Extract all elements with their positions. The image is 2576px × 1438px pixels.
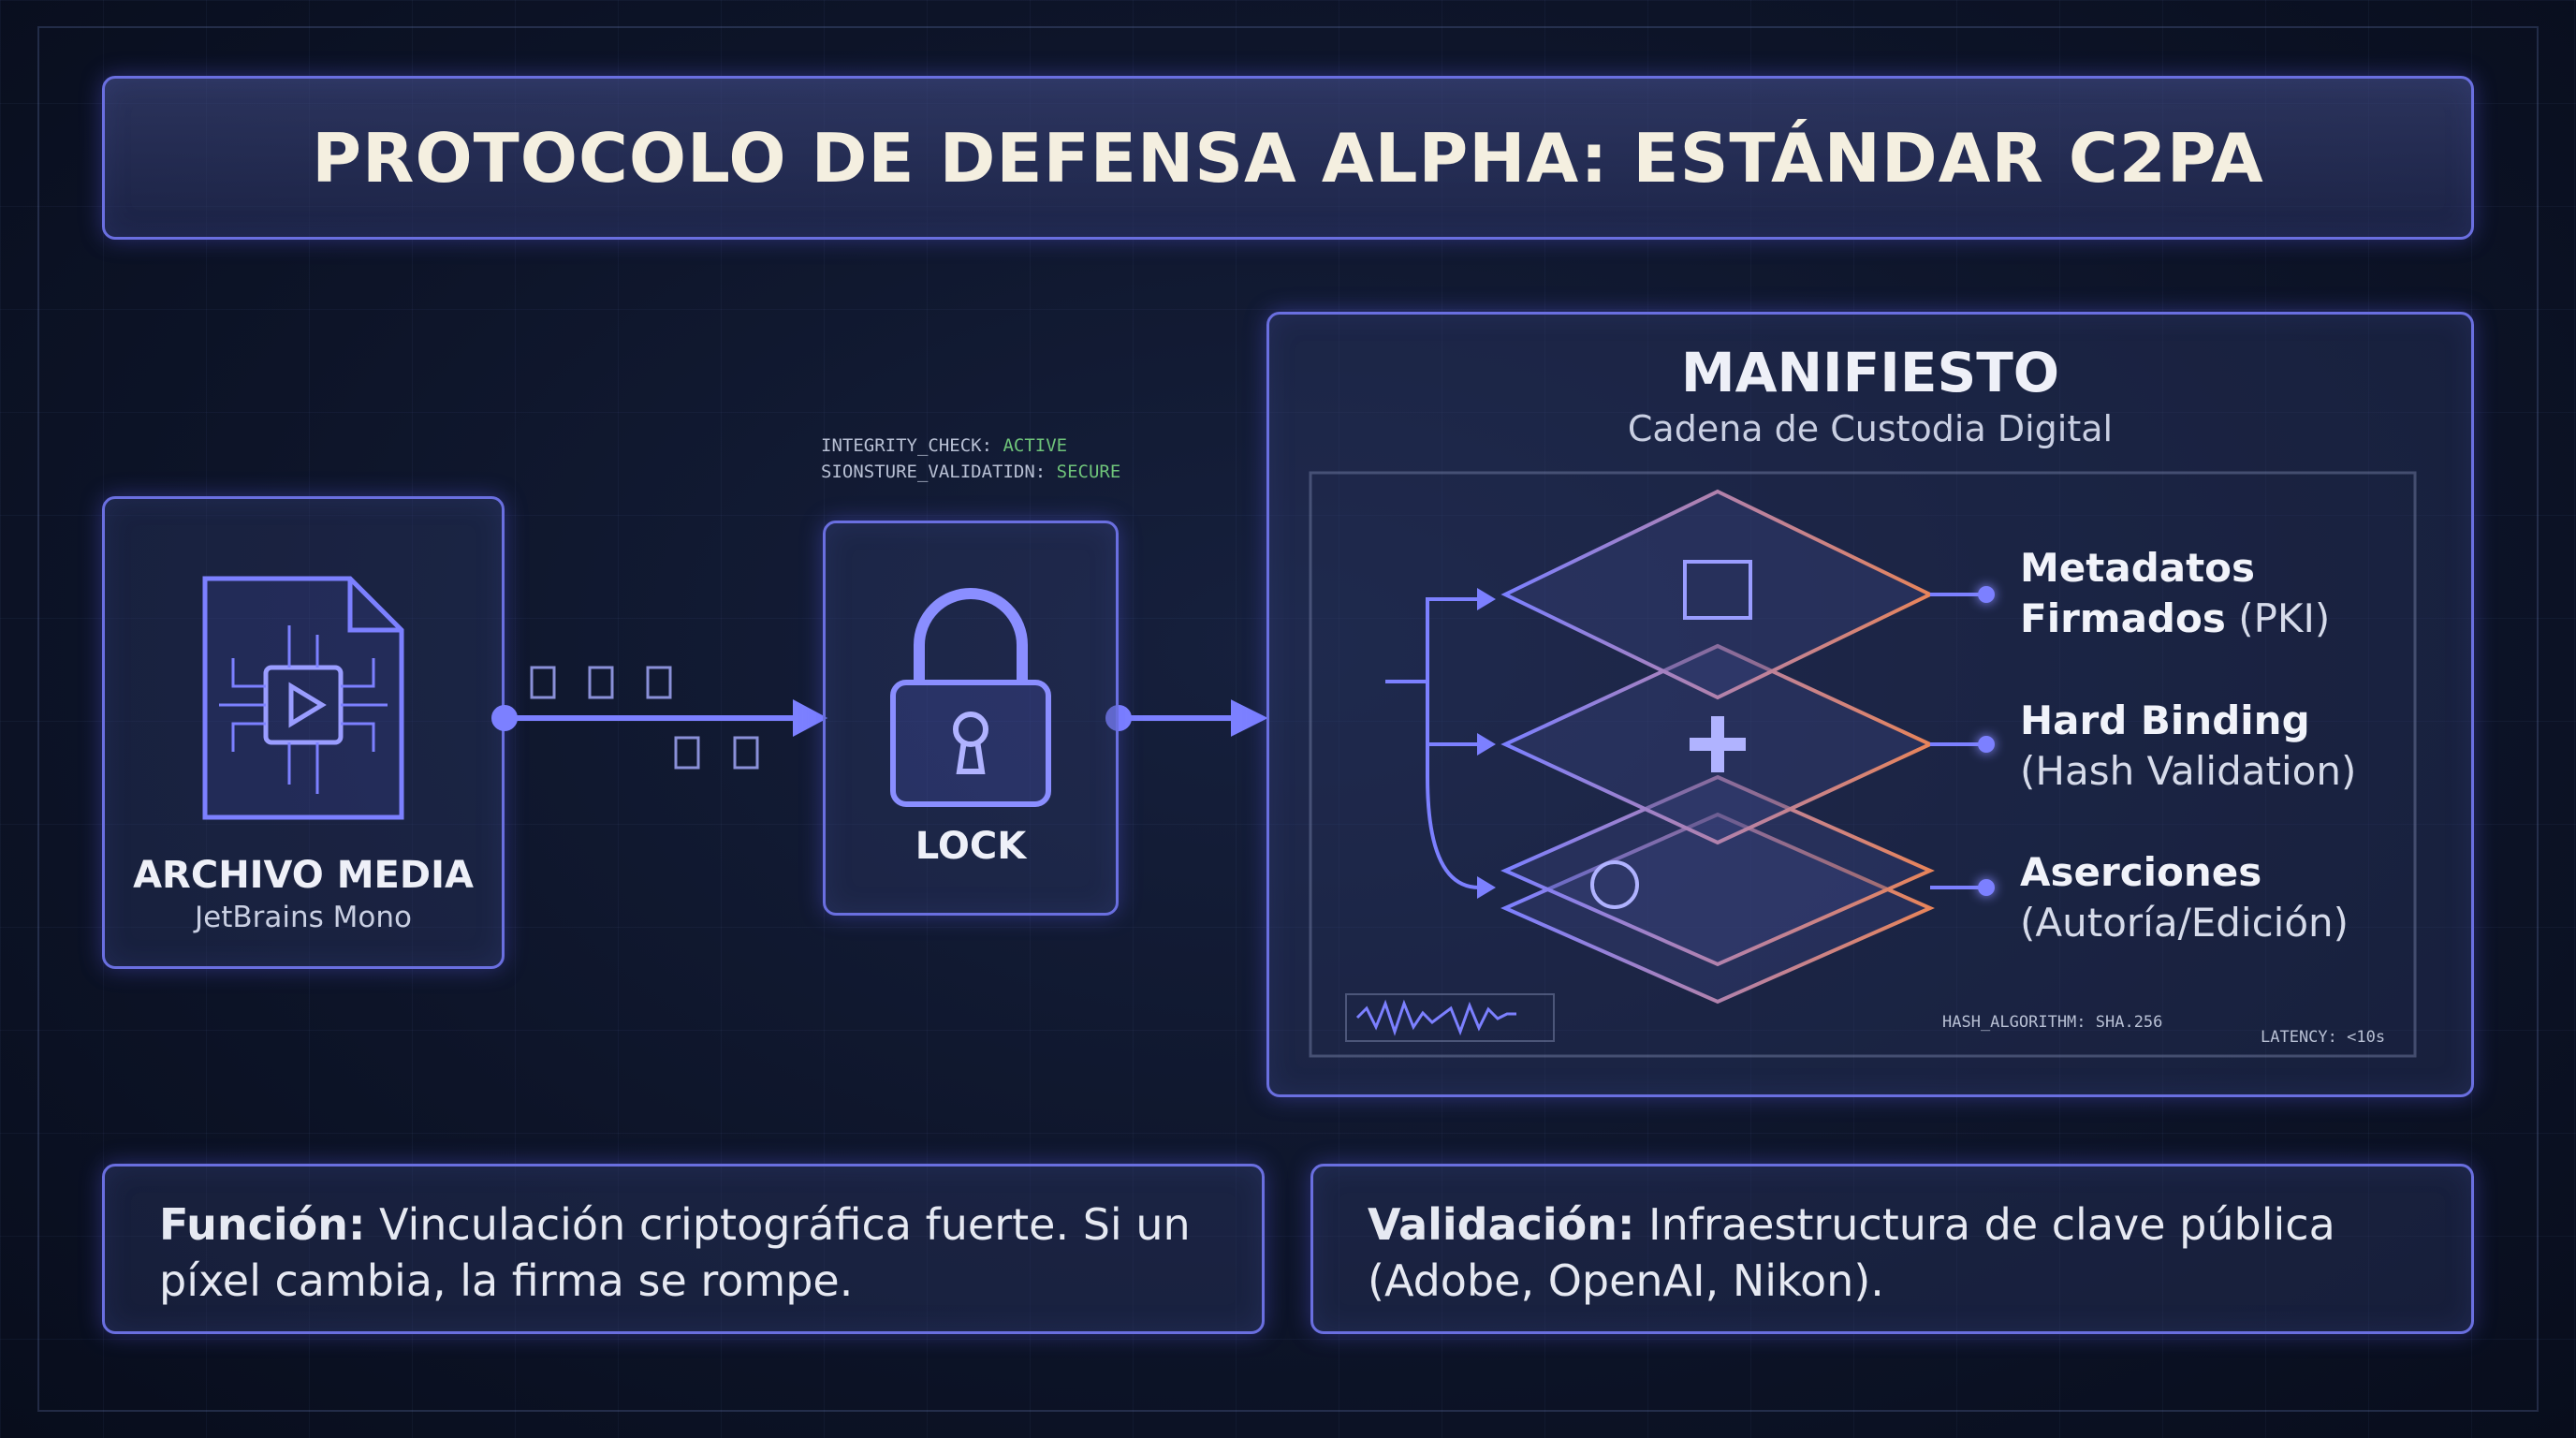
layer-title: Hard Binding (2020, 697, 2310, 743)
status-readout: INTEGRITY_CHECK: ACTIVE SIONSTURE_VALIDA… (821, 433, 1120, 485)
chip-icon (1683, 560, 1752, 620)
layer-metadata (1500, 489, 1935, 700)
lock-label: LOCK (915, 825, 1027, 868)
user-icon (1590, 860, 1639, 909)
layer-label-assertions: Aserciones (Autoría/Edición) (2020, 847, 2349, 948)
waveform-box (1345, 993, 1555, 1042)
hash-icon (1690, 716, 1746, 772)
title-banner: PROTOCOLO DE DEFENSA ALPHA: ESTÁNDAR C2P… (102, 76, 2474, 240)
manifest-panel: MANIFIESTO Cadena de Custodia Digital (1266, 312, 2474, 1097)
layer-title: Aserciones (2020, 849, 2262, 895)
info-text: Vinculación criptográfica fuerte. Si un … (159, 1199, 1191, 1306)
layer-desc: (Hash Validation) (2020, 748, 2357, 794)
media-sub: JetBrains Mono (195, 901, 412, 934)
layer-desc: (PKI) (2238, 595, 2331, 641)
manifest-subtitle: Cadena de Custodia Digital (1627, 408, 2114, 449)
layer-title: Metadatos (2020, 545, 2256, 591)
layer-assertions (1500, 774, 1935, 967)
validation-info-box: Validación: Infraestructura de clave púb… (1310, 1164, 2474, 1334)
latency-readout: LATENCY: <10s (2261, 1028, 2386, 1047)
waveform (1355, 999, 1516, 1036)
status-key: INTEGRITY_CHECK: (821, 435, 993, 456)
document-icons (530, 666, 759, 770)
info-key: Función: (159, 1199, 366, 1250)
video-file-icon (202, 576, 404, 820)
info-text: Infraestructura de clave pública (Adobe,… (1368, 1199, 2335, 1306)
archivo-media-card: ARCHIVO MEDIA JetBrains Mono (102, 496, 505, 969)
layer-title: Firmados (2020, 595, 2226, 641)
padlock-icon (890, 588, 1051, 807)
lock-card: LOCK (823, 521, 1119, 916)
hash-readout: HASH_ALGORITHM: SHA.256 (1942, 1013, 2163, 1032)
function-info-box: Función: Vinculación criptográfica fuert… (102, 1164, 1265, 1334)
status-key: SIONSTURE_VALIDATIDN: (821, 462, 1046, 482)
manifest-title: MANIFIESTO (1680, 341, 2060, 404)
media-label: ARCHIVO MEDIA (133, 854, 474, 897)
info-key: Validación: (1368, 1199, 1635, 1250)
status-value: SECURE (1056, 462, 1121, 482)
layer-desc: (Autoría/Edición) (2020, 900, 2349, 946)
layer-label-hard-binding: Hard Binding (Hash Validation) (2020, 696, 2356, 797)
hud-frame (37, 26, 2539, 1412)
status-value: ACTIVE (1003, 435, 1068, 456)
page-title: PROTOCOLO DE DEFENSA ALPHA: ESTÁNDAR C2P… (312, 118, 2264, 198)
